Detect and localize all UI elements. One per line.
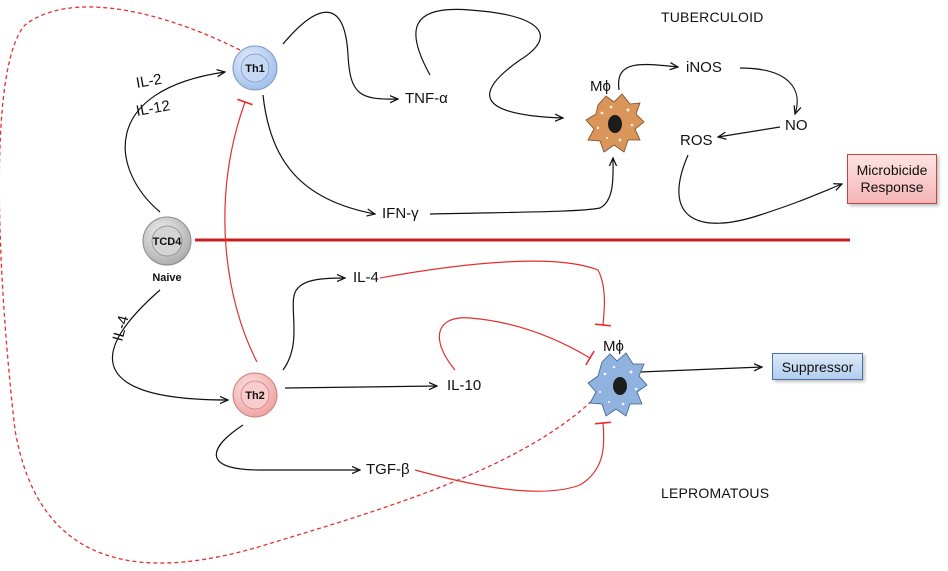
lepromatous-label: LEPROMATOUS [661,485,769,501]
arrow-ros-to-microbicide [678,154,842,224]
il4-label: IL-4 [353,269,379,286]
arrow-th2-to-tgf [215,424,360,470]
arrow-th2-to-il4 [282,278,345,371]
tcd4-label: TCD4 [153,236,183,248]
th1-label: Th1 [245,63,265,75]
tcd4-naive-cell: TCD4 Naive [142,216,192,284]
il12-label: IL-12 [135,97,172,120]
il10-label: IL-10 [447,377,481,394]
arrow-tnf-to-macrophage [415,8,563,118]
no-label: NO [785,117,808,134]
inos-label: iNOS [686,59,722,76]
il4-left-label: IL-4 [109,314,132,343]
microbicide-response-box: Microbicide Response [847,154,937,204]
arrow-macrophage-to-suppressor [639,367,762,373]
macrophage-top-label: Mϕ [590,78,611,95]
suppressor-label: Suppressor [781,358,854,375]
arrow-tcd4-to-th1 [124,72,225,213]
arrow-th1-to-tnf [282,11,398,99]
dashed-inhibition-loop [0,6,596,564]
microbicide-response-label: Microbicide Response [856,162,928,195]
macrophage-bottom-label: Mϕ [603,338,624,355]
arrow-th1-to-ifn [262,94,375,214]
tuberculoid-label: TUBERCULOID [661,9,764,25]
inhibit-tgf-to-macrophage [414,421,612,492]
th2-label: Th2 [245,390,265,402]
th1-cell: Th1 [232,45,278,91]
ifn-label: IFN-γ [382,205,419,222]
arrow-ifn-to-macrophage [429,158,613,215]
inhibit-th2-to-th1 [224,98,258,363]
inhibit-il10-to-macrophage [438,317,595,371]
naive-label: Naive [152,272,181,284]
arrow-no-to-ros [718,126,781,137]
arrow-macrophage-to-inos [618,65,678,91]
macrophage-top: Mϕ [585,78,645,153]
macrophage-bottom: Mϕ [587,338,648,417]
th2-cell: Th2 [232,372,278,418]
ros-label: ROS [680,132,713,149]
suppressor-box: Suppressor [772,353,863,380]
tgf-label: TGF-β [366,461,410,478]
arrow-inos-to-no [739,67,797,114]
il2-label: IL-2 [135,71,163,92]
inhibit-il4-to-macrophage [379,260,612,327]
arrow-th2-to-il10 [284,386,437,388]
arrow-tcd4-to-th2 [112,289,228,400]
tnf-label: TNF-α [405,90,448,107]
